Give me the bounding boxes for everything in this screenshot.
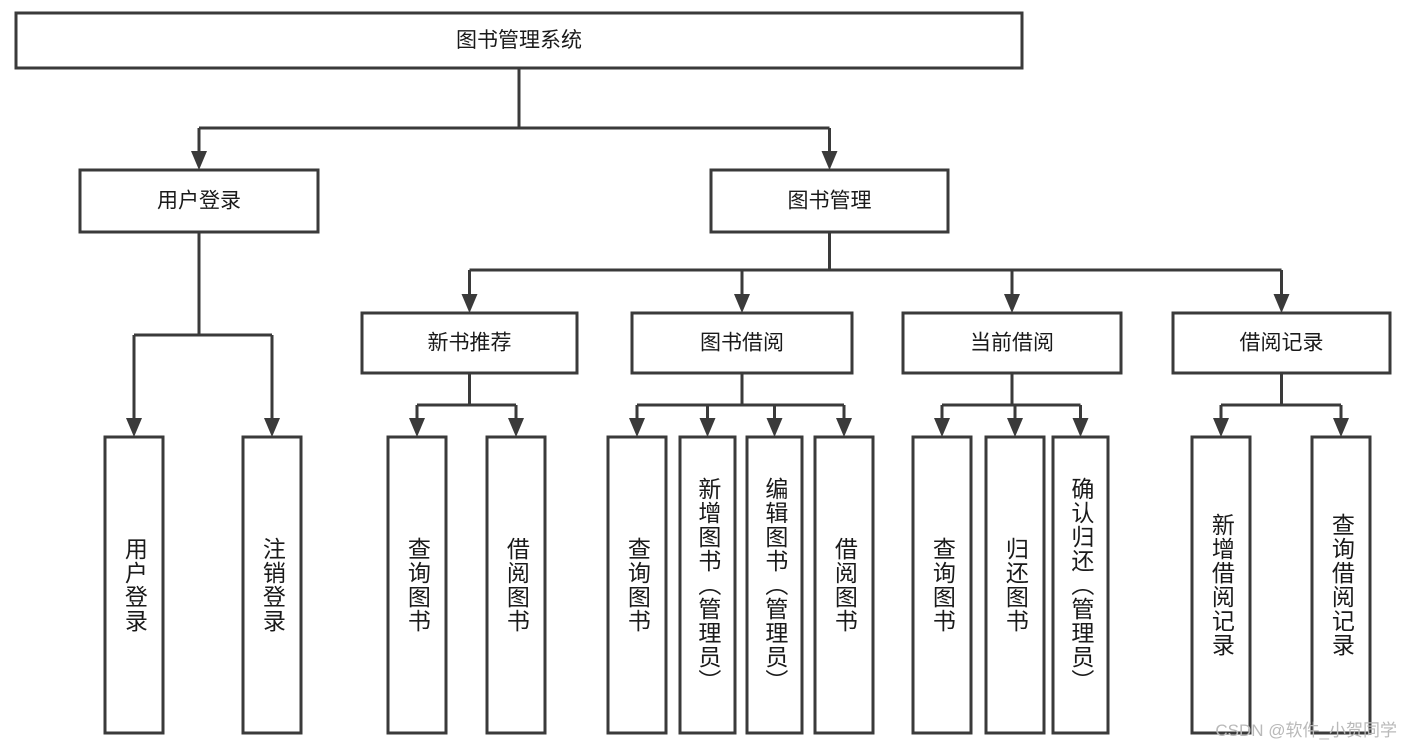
arrow-to-level2-1-head — [821, 151, 838, 170]
arrow-to-level2-0-head — [191, 151, 207, 170]
node-box-leaf-7[interactable] — [813, 435, 875, 735]
node-box-level3-1[interactable] — [630, 311, 854, 375]
arrow-to-leaf-11-head — [1213, 418, 1229, 437]
arrow-to-leaf-8-head — [934, 418, 950, 437]
arrow-to-leaf-0-head — [126, 418, 142, 437]
node-box-leaf-5[interactable] — [678, 435, 737, 735]
node-box-leaf-4[interactable] — [606, 435, 668, 735]
arrow-to-leaf-6-head — [766, 418, 783, 437]
node-box-root[interactable] — [14, 11, 1024, 70]
arrow-to-leaf-7-head — [836, 418, 852, 437]
node-box-leaf-2[interactable] — [386, 435, 448, 735]
arrow-to-leaf-9-head — [1007, 418, 1023, 437]
node-box-level2-0[interactable] — [78, 168, 320, 234]
arrow-to-leaf-12-head — [1333, 418, 1349, 437]
node-label-level3-3: 借阅记录 — [1240, 332, 1324, 355]
arrow-to-leaf-5-head — [699, 418, 716, 437]
node-box-leaf-8[interactable] — [911, 435, 973, 735]
node-box-leaf-9[interactable] — [984, 435, 1046, 735]
arrow-to-leaf-3-head — [508, 418, 524, 437]
node-box-level2-1[interactable] — [709, 168, 950, 234]
arrow-to-level3-3-head — [1273, 294, 1290, 313]
node-box-level3-2[interactable] — [901, 311, 1123, 375]
node-label-level2-1: 图书管理 — [788, 190, 872, 213]
node-box-leaf-3[interactable] — [485, 435, 547, 735]
arrow-to-leaf-10-head — [1072, 418, 1089, 437]
node-box-leaf-12[interactable] — [1310, 435, 1372, 735]
csdn-watermark: CSDN @软件_小贺同学 — [1215, 721, 1397, 740]
node-label-root: 图书管理系统 — [456, 29, 582, 52]
node-label-level3-0: 新书推荐 — [428, 332, 512, 355]
node-box-level3-3[interactable] — [1171, 311, 1392, 375]
arrow-to-level3-1-head — [734, 294, 750, 313]
node-label-level3-2: 当前借阅 — [970, 332, 1054, 355]
arrow-to-leaf-4-head — [629, 418, 645, 437]
arrow-to-level3-0-head — [461, 294, 478, 313]
arrow-to-level3-2-head — [1004, 294, 1020, 313]
node-box-leaf-6[interactable] — [745, 435, 804, 735]
node-box-leaf-10[interactable] — [1051, 435, 1110, 735]
node-box-leaf-1[interactable] — [241, 435, 303, 735]
arrow-to-leaf-2-head — [409, 418, 425, 437]
node-box-leaf-0[interactable] — [103, 435, 165, 735]
node-box-level3-0[interactable] — [360, 311, 579, 375]
arrow-to-leaf-1-head — [264, 418, 280, 437]
node-label-level3-1: 图书借阅 — [700, 332, 784, 355]
connectors-layer — [126, 68, 1349, 437]
node-label-level2-0: 用户登录 — [157, 190, 241, 213]
node-box-leaf-11[interactable] — [1190, 435, 1252, 735]
